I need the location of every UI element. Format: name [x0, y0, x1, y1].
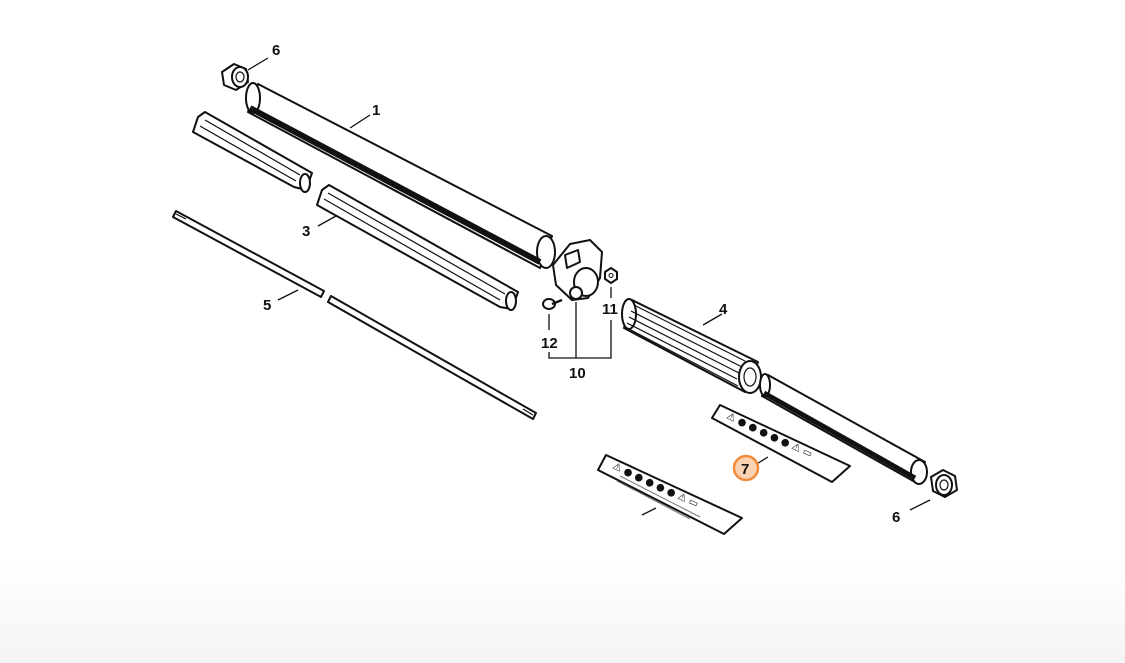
leader-1 [349, 114, 371, 129]
leader-3 [317, 215, 337, 227]
part-6-top-nut [221, 63, 249, 91]
part-1-lower-tube [759, 373, 928, 485]
part-7-decal-lower: ⚠ ● ● ● ● ● ⚠ ▭ [597, 454, 743, 535]
part-6-bottom-nut [930, 469, 958, 498]
part-10-clamp [552, 239, 603, 301]
callout-3: 3 [302, 223, 310, 240]
callout-5: 5 [263, 297, 271, 314]
svg-text:⚠ ● ● ● ● ● ⚠ ▭: ⚠ ● ● ● ● ● ⚠ ▭ [611, 461, 700, 510]
part-1-main-tube [245, 82, 556, 269]
part-3-shell-upper [192, 111, 313, 193]
callout-4: 4 [719, 301, 728, 318]
bracket-10 [548, 320, 612, 359]
callout-6-bottom: 6 [892, 509, 900, 526]
part-5-drive-shaft [172, 210, 537, 420]
callout-11: 11 [602, 301, 618, 318]
part-4-grip-sleeve [621, 298, 762, 394]
leader-6-top [247, 57, 269, 71]
part-12-screw [542, 298, 563, 310]
callout-1: 1 [372, 102, 380, 119]
callout-7: 7 [741, 461, 749, 478]
part-3-shell-lower [316, 184, 519, 311]
leader-7-lower [641, 507, 657, 516]
leader-4 [702, 313, 723, 326]
callout-6-top: 6 [272, 42, 280, 59]
callout-10: 10 [569, 365, 586, 382]
leader-5 [277, 289, 299, 301]
callout-12: 12 [541, 335, 558, 352]
bottom-shade [0, 560, 1125, 663]
part-11-nut [604, 267, 618, 284]
callout-7-highlight[interactable] [732, 454, 760, 482]
leader-6-bottom [909, 499, 931, 511]
